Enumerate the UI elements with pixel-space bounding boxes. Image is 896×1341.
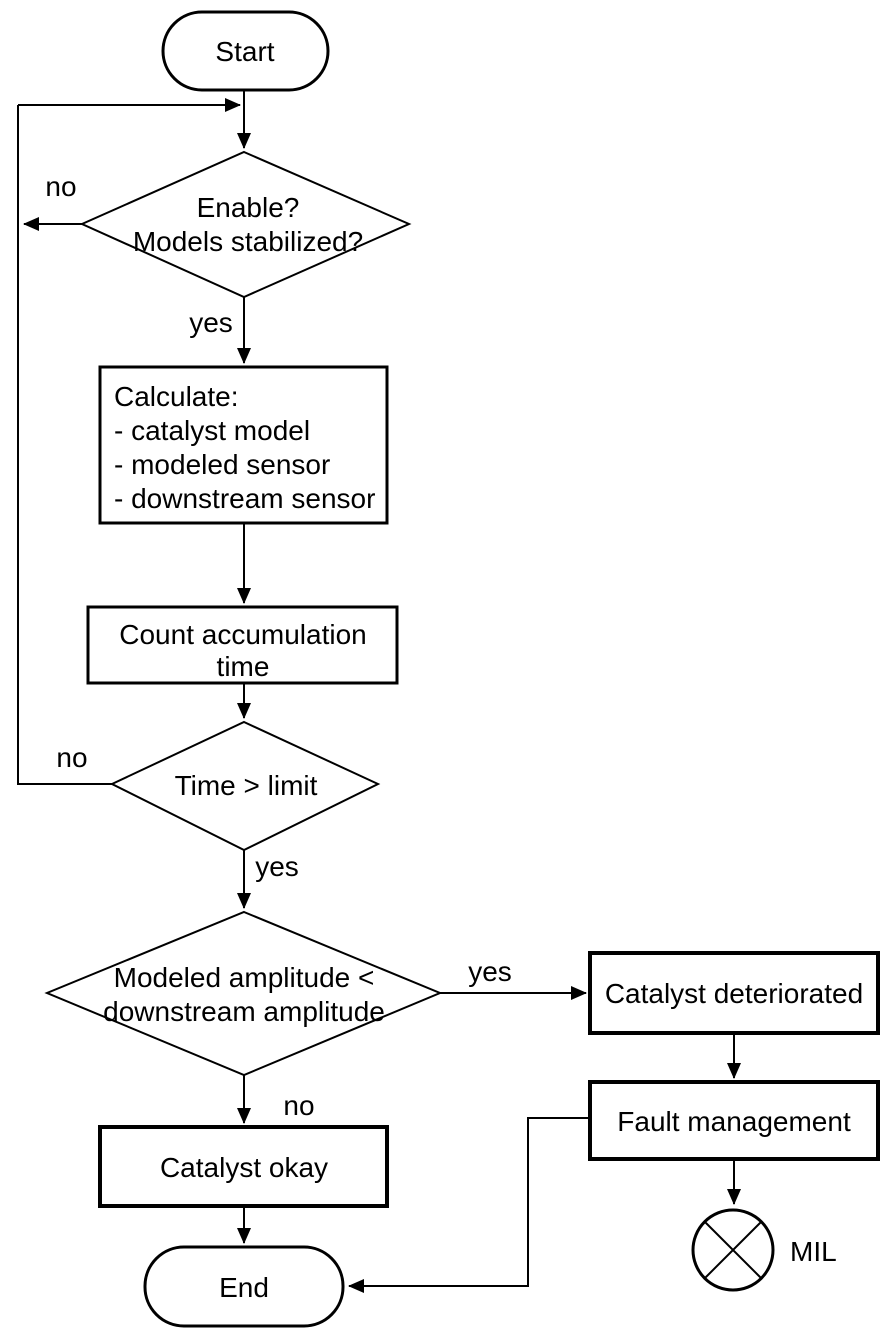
count-line2: time — [217, 651, 270, 682]
node-deteriorated: Catalyst deteriorated — [588, 951, 880, 1035]
label-time-no: no — [56, 742, 87, 773]
node-start: Start — [161, 10, 330, 92]
mil-label: MIL — [790, 1236, 837, 1267]
fault-label: Fault management — [617, 1106, 851, 1137]
enable-diamond-shape — [79, 150, 412, 299]
calculate-line3: - modeled sensor — [114, 449, 330, 480]
deteriorated-box-shape — [588, 951, 880, 1035]
label-enable-no: no — [45, 171, 76, 202]
okay-label: Catalyst okay — [160, 1152, 328, 1183]
label-enable-yes: yes — [189, 307, 233, 338]
calculate-line2: - catalyst model — [114, 415, 310, 446]
enable-label-line2: Models stabilized? — [133, 226, 363, 257]
node-fault: Fault management — [588, 1080, 880, 1161]
calculate-box-shape — [98, 365, 389, 525]
label-amplitude-no: no — [283, 1090, 314, 1121]
count-box-shape — [86, 605, 399, 685]
okay-box-shape — [98, 1125, 389, 1208]
edge-left-return-rail — [17, 105, 112, 785]
label-time-yes: yes — [255, 851, 299, 882]
deteriorated-label: Catalyst deteriorated — [605, 978, 863, 1009]
end-label: End — [219, 1272, 269, 1303]
start-terminator-shape — [161, 10, 330, 92]
node-okay: Catalyst okay — [98, 1125, 389, 1208]
amplitude-label-line2: downstream amplitude — [103, 996, 385, 1027]
amplitude-label-line1: Modeled amplitude < — [114, 962, 375, 993]
label-amplitude-yes: yes — [468, 956, 512, 987]
end-terminator-shape — [143, 1245, 345, 1328]
count-line1: Count accumulation — [119, 619, 366, 650]
node-amplitude-decision: Modeled amplitude < downstream amplitude — [44, 910, 443, 1077]
time-label: Time > limit — [175, 770, 318, 801]
node-end: End — [143, 1245, 345, 1328]
calculate-line1: Calculate: — [114, 381, 239, 412]
edge-fault-to-end — [348, 1117, 590, 1293]
start-label: Start — [215, 36, 274, 67]
node-mil-lamp: MIL — [691, 1208, 837, 1292]
enable-label-line1: Enable? — [197, 192, 300, 223]
calculate-line4: - downstream sensor — [114, 483, 375, 514]
amplitude-diamond-shape — [44, 910, 443, 1077]
node-count: Count accumulation time — [86, 605, 399, 685]
node-enable-decision: Enable? Models stabilized? — [79, 150, 412, 299]
node-calculate: Calculate: - catalyst model - modeled se… — [98, 365, 389, 525]
node-time-decision: Time > limit — [109, 720, 381, 852]
time-diamond-shape — [109, 720, 381, 852]
fault-box-shape — [588, 1080, 880, 1161]
mil-lamp-cross — [704, 1221, 762, 1279]
